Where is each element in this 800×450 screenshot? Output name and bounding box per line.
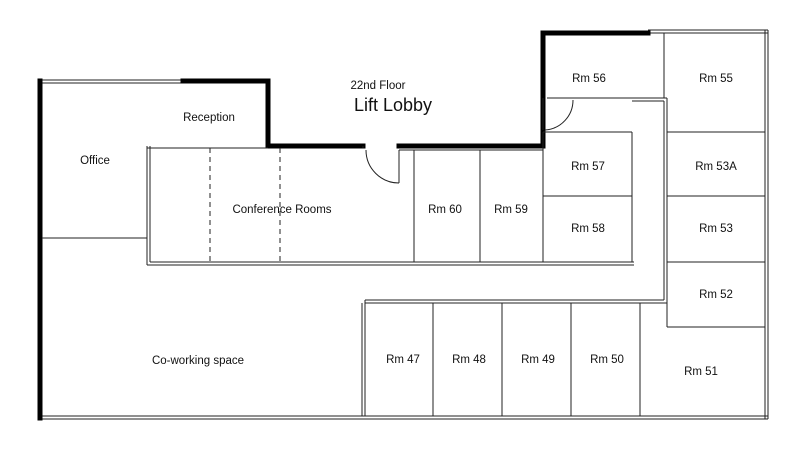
coworking-label: Co-working space	[152, 355, 244, 367]
lobby-label: Lift Lobby	[354, 95, 432, 115]
room-label-rm48: Rm 48	[452, 354, 486, 366]
outer-walls	[40, 29, 769, 420]
room-label-rm47: Rm 47	[386, 354, 420, 366]
room-label-rm53: Rm 53	[699, 223, 733, 235]
office-label: Office	[80, 155, 110, 167]
rm56-door	[542, 98, 574, 131]
rm56-corridor	[361, 97, 668, 416]
rm57-58-block	[542, 131, 633, 262]
room-label-rm56: Rm 56	[572, 73, 606, 85]
room-label-rm59: Rm 59	[494, 204, 528, 216]
room-label-rm55: Rm 55	[699, 73, 733, 85]
room-label-rm52: Rm 52	[699, 289, 733, 301]
conference-label: Conference Rooms	[232, 204, 331, 216]
room-label-rm58: Rm 58	[571, 223, 605, 235]
floor-label: 22nd Floor	[351, 80, 406, 92]
room-label-rm51: Rm 51	[684, 366, 718, 378]
room-label-rm49: Rm 49	[521, 354, 555, 366]
bottom-rooms	[432, 303, 641, 416]
lobby-door	[362, 146, 400, 184]
room-label-rm53a: Rm 53A	[695, 161, 737, 173]
room-label-rm57: Rm 57	[571, 161, 605, 173]
room-label-rm50: Rm 50	[590, 354, 624, 366]
conference-block	[146, 146, 634, 266]
reception-label: Reception	[183, 112, 235, 124]
right-rooms	[663, 33, 765, 328]
room-label-rm60: Rm 60	[428, 204, 462, 216]
structural-walls	[37, 30, 651, 421]
